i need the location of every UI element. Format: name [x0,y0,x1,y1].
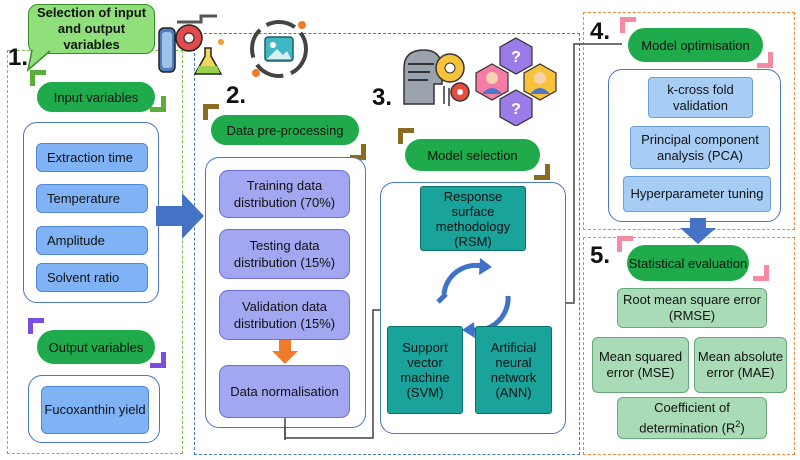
mse-box: Mean squared error (MSE) [592,337,689,393]
corner-bracket-br-icon [150,352,166,368]
input-item-amplitude: Amplitude [36,226,148,255]
training-data-box: Training data distribution (70%) [219,170,350,218]
flow-arrow-down-icon [680,218,716,244]
corner-bracket-br-icon [534,164,550,180]
svg-text:?: ? [511,49,521,66]
data-normalisation-box: Data normalisation [219,365,350,418]
corner-bracket-tl-icon [620,17,636,33]
corner-bracket-br-icon [150,96,166,112]
lab-equipment-icon [158,14,224,75]
section-1-number: 1. [8,44,29,71]
section-2-3-container [194,33,580,455]
r2-superscript: 2 [735,418,741,429]
data-preprocessing-pill: Data pre-processing [211,115,359,145]
connector-line [566,43,622,304]
section-2-number: 2. [226,82,247,109]
image-processing-icon [250,20,308,78]
svg-text:?: ? [511,101,521,118]
corner-bracket-br-icon [350,144,366,160]
section-5-number: 5. [590,242,611,269]
input-item-temperature: Temperature [36,184,148,213]
hyperparameter-tuning-box: Hyperparameter tuning [623,176,771,212]
r2-box: Coefficient of determination (R2) [617,397,767,439]
section-4-number: 4. [590,18,611,45]
section-3-number: 3. [372,84,393,111]
validation-data-box: Validation data distribution (15%) [219,290,350,340]
model-optimisation-pill: Model optimisation [628,28,763,62]
k-cross-fold-box: k-cross fold validation [648,77,753,118]
mae-box: Mean absolute error (MAE) [694,337,787,393]
input-variables-pill: Input variables [37,82,155,112]
input-item-solvent-ratio: Solvent ratio [36,263,148,292]
corner-bracket-tl-icon [617,236,633,252]
r2-label: Coefficient of determination (R2) [639,399,745,436]
people-question-icon: ? ? [475,37,557,126]
section-5-container [583,237,795,455]
testing-data-box: Testing data distribution (15%) [219,229,350,279]
model-selection-pill: Model selection [405,139,540,171]
rmse-box: Root mean square error (RMSE) [617,288,767,328]
ai-head-gears-icon [403,49,470,106]
corner-bracket-tl-icon [28,318,44,334]
selection-callout: Selection of input and output variables [28,4,155,54]
flow-arrow-right-icon [156,193,204,239]
corner-bracket-tl-icon [203,104,219,120]
corner-bracket-br-icon [753,265,769,281]
corner-bracket-tl-icon [398,128,414,144]
orange-down-arrow-icon [272,340,298,364]
svm-box: Support vector machine (SVM) [387,326,463,414]
connector-line [283,309,380,440]
pca-box: Principal component analysis (PCA) [630,126,770,169]
output-variables-pill: Output variables [37,330,155,364]
input-item-extraction-time: Extraction time [36,143,148,172]
corner-bracket-tl-icon [30,70,46,86]
corner-bracket-br-icon [757,52,773,68]
rsm-box: Response surface methodology (RSM) [420,186,526,251]
ann-box: Artificial neural network (ANN) [475,326,552,414]
statistical-evaluation-pill: Statistical evaluation [627,245,749,281]
output-item-fucoxanthin-yield: Fucoxanthin yield [41,386,149,434]
callout-tail [26,50,51,72]
